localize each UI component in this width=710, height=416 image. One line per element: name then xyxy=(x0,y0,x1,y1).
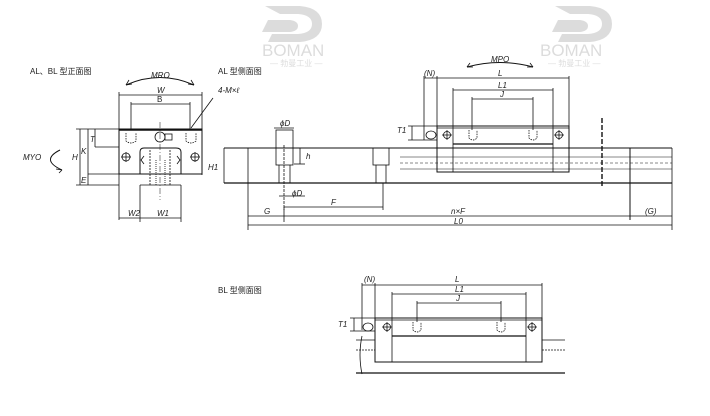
svg-text:— 勃曼工业 —: — 勃曼工业 — xyxy=(548,58,600,68)
label-k: K xyxy=(81,147,87,156)
label-w2: W2 xyxy=(128,209,141,218)
label-bl-block-length: L xyxy=(455,275,459,284)
label-width: W xyxy=(157,86,166,95)
svg-text:— 勃曼工业 —: — 勃曼工业 — xyxy=(270,58,322,68)
front-view-caption: AL、BL 型正面图 xyxy=(30,67,92,76)
label-hole-dia: ϕD xyxy=(292,189,302,198)
label-n-times-f: n×F xyxy=(451,207,466,216)
label-bl-t1: T1 xyxy=(338,320,347,329)
label-t: T xyxy=(90,135,96,144)
watermark-logo-left: BOMAN — 勃曼工业 — xyxy=(262,6,324,68)
label-counterbore-dia: ϕD xyxy=(280,119,290,128)
label-body-length: L1 xyxy=(498,81,507,90)
label-pitch: F xyxy=(331,198,337,207)
label-bl-j: J xyxy=(455,294,461,303)
label-block-length: L xyxy=(498,69,502,78)
label-moment-pitch: MRO xyxy=(151,71,170,80)
label-moment-yaw: MYO xyxy=(23,153,41,162)
label-moment-mpo: MPO xyxy=(491,55,509,64)
label-end-distance-right: (G) xyxy=(645,207,657,216)
label-j: J xyxy=(499,90,505,99)
side-view-al xyxy=(223,62,673,230)
label-thread: 4-M×ℓ xyxy=(218,86,239,95)
label-rail-height: H1 xyxy=(208,163,218,172)
label-t1: T1 xyxy=(397,126,406,135)
label-end-distance: G xyxy=(264,207,270,216)
svg-text:BOMAN: BOMAN xyxy=(540,41,602,60)
label-h: H xyxy=(72,153,78,162)
label-bolt-spacing: B xyxy=(157,95,162,104)
side-view-bl xyxy=(350,283,565,375)
label-n: (N) xyxy=(424,69,435,78)
front-view xyxy=(50,77,214,222)
label-w1: W1 xyxy=(157,209,169,218)
label-h-small: h xyxy=(306,152,311,161)
label-rail-length: L0 xyxy=(454,217,463,226)
watermark-logo-right: BOMAN — 勃曼工业 — xyxy=(540,6,612,68)
label-bl-body-length: L1 xyxy=(455,285,464,294)
label-e: E xyxy=(81,176,87,185)
svg-text:BOMAN: BOMAN xyxy=(262,41,324,60)
label-bl-n: (N) xyxy=(364,275,375,284)
side-view-al-caption: AL 型侧面图 xyxy=(218,66,262,76)
side-view-bl-caption: BL 型侧面图 xyxy=(218,285,262,295)
